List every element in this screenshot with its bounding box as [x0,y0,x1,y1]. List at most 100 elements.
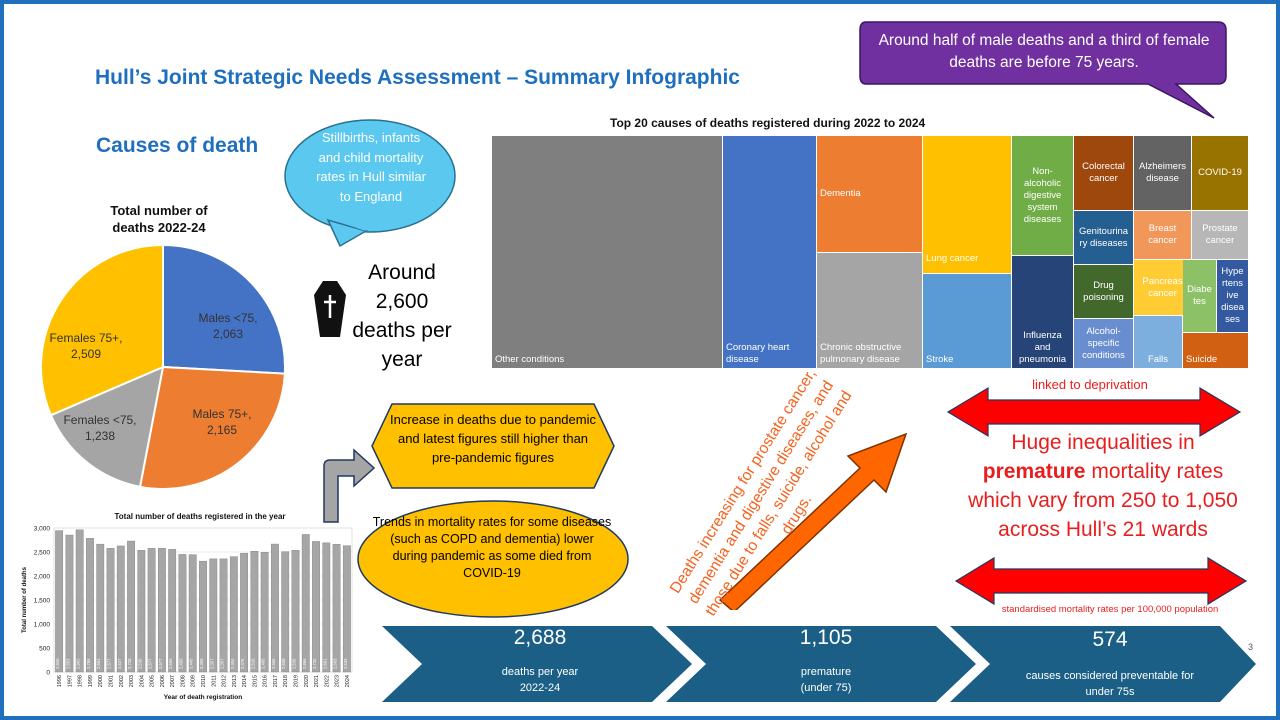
bar-value-label: 2,555 [168,658,173,669]
bar-value-label: 2,577 [158,658,163,669]
pie-chart-title: Total number of deaths 2022-24 [110,203,208,235]
purple-callout-text: Around half of male deaths and a third o… [878,32,1210,71]
bar-x-tick: 2023 [335,675,341,687]
treemap-tile-prostate-cancer: Prostate cancer [1192,211,1248,259]
bar-x-tick: 2018 [283,675,289,687]
page-title: Hull’s Joint Strategic Needs Assessment … [95,66,740,89]
treemap-tile-drug-poisoning: Drug poisoning [1074,265,1133,318]
summary-banner [382,626,1256,702]
bar-1996 [55,530,64,673]
bar-2008 [178,554,187,673]
bar-x-tick: 2019 [293,675,299,687]
bar-2005 [147,548,156,673]
bar-y-tick: 2,000 [34,574,51,581]
treemap-tile-chronic-obstructive-pulmonary-disease: Chronic obstructive pulmonary disease [817,253,922,368]
bar-x-tick: 2010 [201,675,207,687]
bar-y-tick: 500 [39,646,50,653]
bar-2007 [168,549,177,673]
bar-value-label: 2,577 [148,658,153,669]
pandemic-hexagon-shape [371,403,615,489]
bar-x-tick: 2016 [263,675,269,687]
bar-x-tick: 2015 [252,675,258,687]
treemap-tile-colorectal-cancer: Colorectal cancer [1074,136,1133,210]
treemap-tile-label: Stroke [926,354,954,365]
treemap-tile-falls: Falls [1134,316,1182,368]
bar-value-label: 2,663 [333,658,338,669]
banner-2-number: 1,105 [799,626,853,649]
pie-slice-males-75-plus [138,365,286,490]
bar-y-tick: 1,500 [34,598,51,605]
treemap-tile-label: Pancreas cancer [1142,275,1183,299]
deaths-per-year-text: Around 2,600 deaths per year [352,261,452,371]
banner-chevron-1 [382,626,692,702]
bar-2017 [271,543,279,673]
treemap-tile-pancreas-cancer: Pancreas cancer [1134,260,1191,315]
bar-value-label: 2,357 [220,658,225,669]
bar-value-label: 2,853 [65,658,70,669]
stillbirths-bubble-text: Stillbirths, infants and child mortality… [316,130,426,204]
treemap-tile-label: Coronary heart disease [726,342,790,365]
bar-value-label: 2,309 [199,658,204,669]
purple-callout-shape [859,21,1227,119]
bar-value-label: 2,476 [240,658,245,669]
bar-x-tick: 2004 [139,675,145,687]
treemap-tile-influenza-and-pneumonia: Influenza and pneumonia [1012,256,1073,368]
treemap-tile-label: Lung cancer [926,253,979,264]
banner-2-text: premature(under 75) [800,666,852,694]
bar-value-label: 2,728 [127,658,132,669]
bar-y-tick: 0 [46,670,50,677]
bar-x-tick: 2006 [160,675,166,687]
bar-y-tick: 2,500 [34,550,51,557]
bar-2020 [301,534,310,673]
bar-value-label: 2,357 [209,658,214,669]
trends-ellipse-shape [357,500,629,618]
bar-x-tick: 2021 [314,675,320,687]
treemap-tile-suicide: Suicide [1183,333,1248,368]
bar-2012 [219,558,228,673]
treemap-tile-label: Falls [1147,354,1169,365]
bar-y-tick: 1,000 [34,622,51,629]
bar-x-tick: 2009 [191,675,197,687]
bar-2018 [281,551,290,673]
treemap-tile-label: Other conditions [495,354,565,365]
bar-value-label: 2,536 [137,658,142,669]
bar-2022 [322,542,331,673]
treemap-tile-coronary-heart-disease: Coronary heart disease [723,136,816,368]
coffin-cross-icon [314,281,346,337]
bar-x-tick: 1999 [88,675,94,687]
bar-x-tick: 2017 [273,675,279,687]
banner-chevron-2 [666,626,976,702]
bar-value-label: 2,720 [312,658,317,669]
bar-value-label: 2,536 [291,658,296,669]
bar-y-axis-label: Total number of deaths [22,566,28,633]
trends-text: Trends in mortality rates for some disea… [372,515,612,580]
bar-value-label: 2,495 [261,658,266,669]
bar-1998 [75,529,84,673]
treemap-tile-other-conditions: Other conditions [492,136,722,368]
bent-arrow-icon [323,448,376,523]
bar-value-label: 2,516 [250,658,255,669]
bar-chart-title: Total number of deaths registered in the… [114,512,286,521]
treemap-tile-label: COVID-19 [1198,167,1242,178]
bar-value-label: 2,946 [55,658,60,669]
treemap-tile-label: Chronic obstructive pulmonary disease [820,342,902,365]
bar-x-tick: 1998 [78,675,84,687]
bar-x-tick: 1996 [57,675,63,687]
bar-value-label: 2,785 [86,658,91,669]
double-arrow-top-icon [946,386,1242,438]
standardised-rates-label: standardised mortality rates per 100,000… [1001,604,1219,615]
bar-x-tick: 2020 [304,675,310,687]
bar-x-tick: 2014 [242,675,248,687]
bar-1997 [65,534,74,673]
bar-value-label: 2,404 [230,658,235,669]
bar-value-label: 2,962 [76,658,81,669]
bar-value-label: 2,508 [281,658,286,669]
